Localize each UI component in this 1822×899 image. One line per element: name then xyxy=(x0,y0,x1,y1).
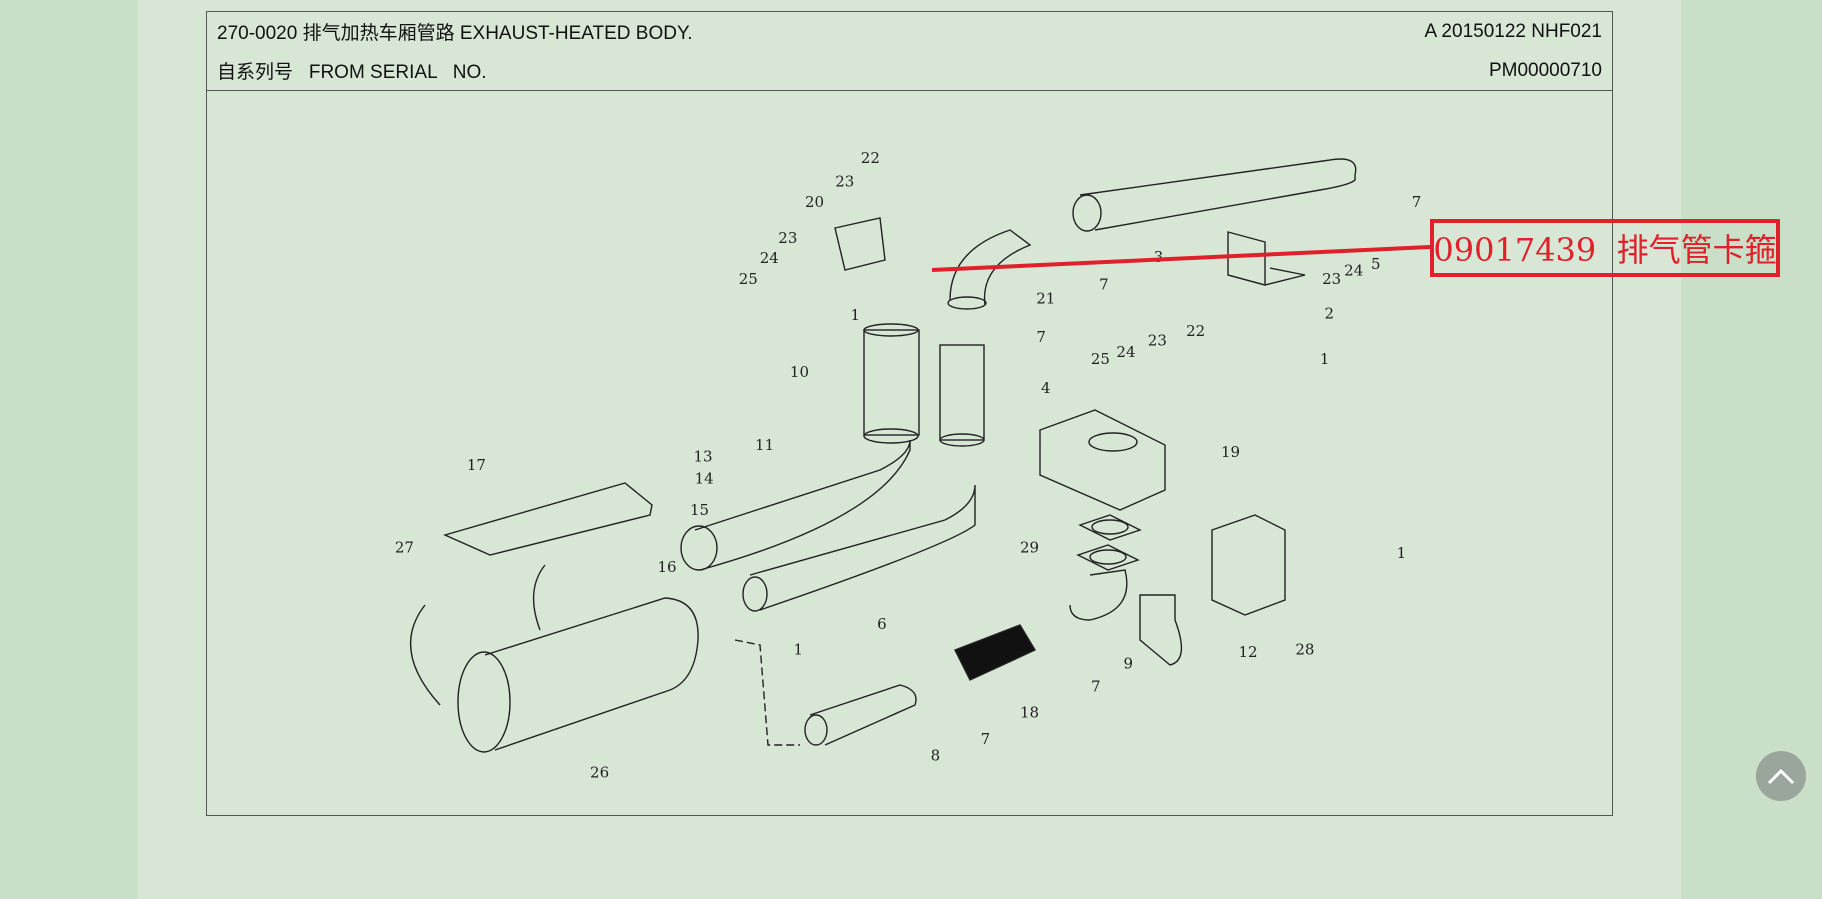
serial-value: PM00000710 xyxy=(1488,59,1602,81)
callout-number: 10 xyxy=(790,363,809,381)
callout-number: 22 xyxy=(861,149,880,167)
callout-number: 7 xyxy=(1091,678,1101,696)
callout-number: 2 xyxy=(1325,305,1335,323)
callout-number: 11 xyxy=(755,436,774,454)
scroll-to-top-button[interactable] xyxy=(1756,751,1806,801)
callout-number: 24 xyxy=(760,249,779,267)
callout-number: 3 xyxy=(1154,248,1164,266)
callout-number: 29 xyxy=(1020,538,1039,556)
annotation-leader-line xyxy=(931,245,1431,272)
callout-number: 23 xyxy=(778,229,797,247)
callout-number: 22 xyxy=(1186,322,1205,340)
callout-number: 4 xyxy=(1041,379,1051,397)
callout-number: 23 xyxy=(1322,270,1341,288)
callout-number: 15 xyxy=(690,501,709,519)
header-row-title: 270-0020 排气加热车厢管路 EXHAUST-HEATED BODY. A… xyxy=(207,12,1612,51)
callout-number: 24 xyxy=(1344,262,1363,280)
callout-number: 1 xyxy=(1397,544,1407,562)
callout-number: 13 xyxy=(693,448,712,466)
drawing-title: 270-0020 排气加热车厢管路 EXHAUST-HEATED BODY. xyxy=(217,23,693,44)
chevron-up-icon xyxy=(1767,768,1795,785)
callout-number: 6 xyxy=(877,615,887,633)
callout-number: 28 xyxy=(1295,641,1314,659)
callout-number: 20 xyxy=(805,193,824,211)
callout-number: 5 xyxy=(1371,255,1381,273)
revision-code: A 20150122 NHF021 xyxy=(1424,20,1602,42)
callout-number: 25 xyxy=(739,270,758,288)
callout-number: 17 xyxy=(467,456,486,474)
callout-number: 19 xyxy=(1221,443,1240,461)
serial-label: 自系列号 FROM SERIAL NO. xyxy=(217,62,487,83)
callout-number: 21 xyxy=(1036,290,1055,308)
callout-number: 25 xyxy=(1091,350,1110,368)
callout-number: 7 xyxy=(1412,193,1422,211)
part-shapes xyxy=(409,158,1357,753)
callout-number: 27 xyxy=(395,538,414,556)
part-number-annotation: 09017439 排气管卡箍 xyxy=(1430,219,1780,277)
callout-number: 24 xyxy=(1116,343,1135,361)
callout-number: 7 xyxy=(1099,276,1109,294)
callout-number: 9 xyxy=(1124,655,1134,673)
callout-number: 16 xyxy=(657,558,676,576)
callout-number: 8 xyxy=(931,746,941,764)
header-row-serial: 自系列号 FROM SERIAL NO. PM00000710 xyxy=(207,51,1612,91)
callout-number: 1 xyxy=(1320,350,1330,368)
callout-number: 23 xyxy=(835,172,854,190)
drawing-frame: 270-0020 排气加热车厢管路 EXHAUST-HEATED BODY. A… xyxy=(206,11,1613,816)
callout-number: 18 xyxy=(1020,703,1039,721)
callout-number: 1 xyxy=(794,641,804,659)
callout-number: 1 xyxy=(850,306,860,324)
callout-number: 14 xyxy=(695,470,714,488)
callout-number: 23 xyxy=(1148,331,1167,349)
callout-number: 26 xyxy=(590,764,609,782)
callout-number: 12 xyxy=(1238,643,1257,661)
callout-number: 7 xyxy=(1036,328,1046,346)
callout-number: 7 xyxy=(981,730,991,748)
